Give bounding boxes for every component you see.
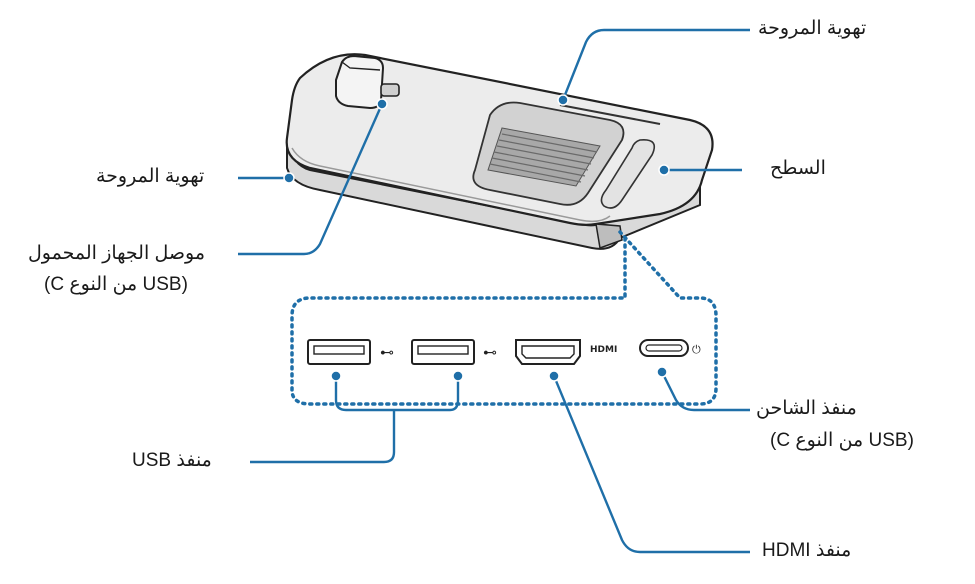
- label-charger-port-line1: منفذ الشاحن: [756, 398, 857, 419]
- hdmi-logo-icon: HDMI: [590, 345, 617, 355]
- port-row: ⊷ ⊷ HDMI ⏻: [307, 339, 701, 365]
- label-mobile-connector-line2: (USB من النوع C): [44, 274, 188, 295]
- label-mobile-connector-line1: موصل الجهاز المحمول: [28, 243, 206, 264]
- callout-usb-ports: [250, 376, 460, 464]
- callout-charger-port: [660, 371, 750, 412]
- usb-c-connector: [335, 54, 400, 110]
- label-hdmi-port: منفذ HDMI: [762, 540, 852, 561]
- power-symbol-icon: ⏻: [692, 343, 701, 356]
- port-panel-frame: [290, 230, 718, 406]
- device-body: [285, 53, 714, 250]
- usb-symbol-icon: ⊷: [380, 345, 394, 361]
- label-fan-vent-left: تهوية المروحة: [96, 166, 205, 187]
- label-usb-port: منفذ USB: [132, 450, 212, 471]
- usb-c-charger-port: [639, 339, 689, 357]
- callout-mobile-connector: [238, 103, 384, 256]
- callout-dots: [283, 94, 670, 382]
- hdmi-port: [515, 339, 581, 365]
- callout-hdmi: [552, 375, 750, 554]
- label-fan-vent-top: تهوية المروحة: [758, 18, 867, 39]
- usb-symbol-icon: ⊷: [483, 345, 497, 361]
- callout-fan-vent-top: [561, 28, 750, 101]
- label-charger-port-line2: (USB من النوع C): [770, 430, 914, 451]
- usb-port-1: [307, 339, 371, 365]
- label-surface: السطح: [770, 158, 826, 179]
- usb-port-2: [411, 339, 475, 365]
- fan-vent-grille: [472, 101, 625, 206]
- callout-lines: [238, 28, 750, 554]
